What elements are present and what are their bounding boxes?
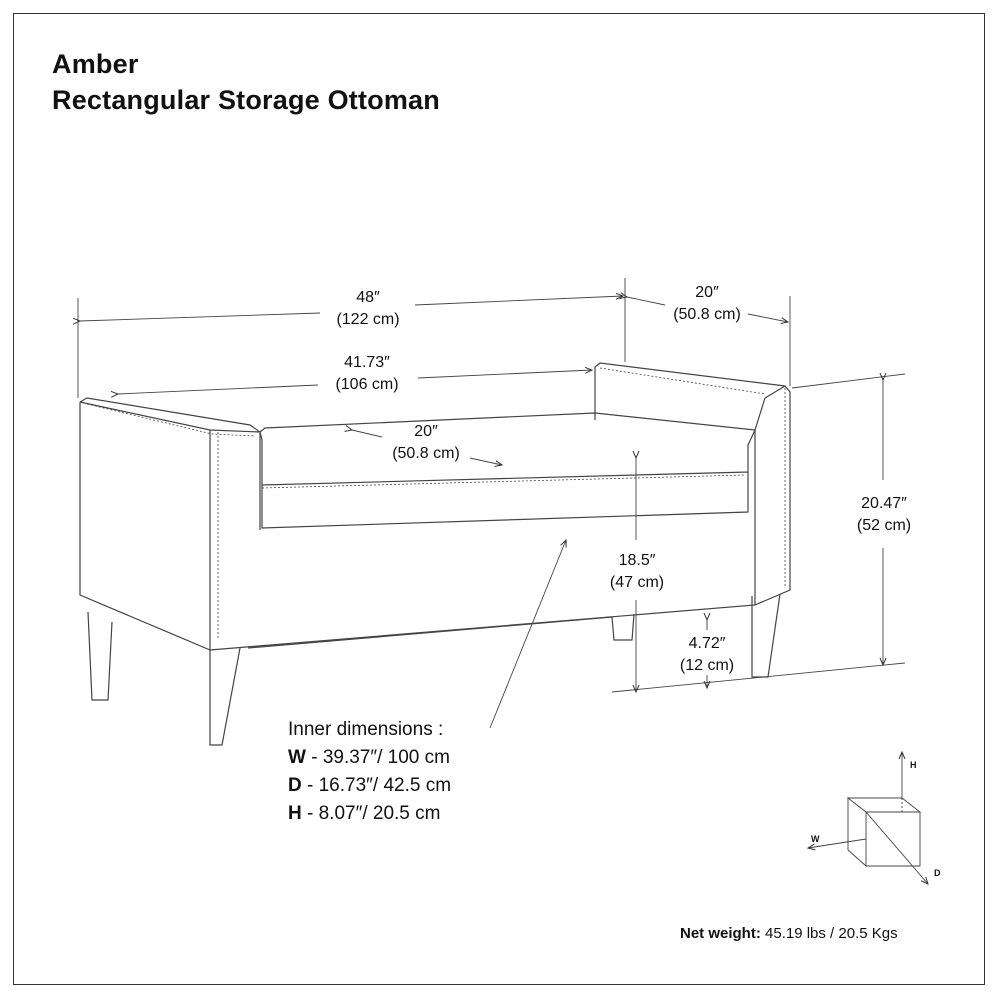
leg-height-cm: (12 cm) [680,657,734,674]
inner-width-row: W - 39.37″/ 100 cm [288,744,451,772]
dimension-labels: 48″ (122 cm) 20″ (50.8 cm) 41.73″ (106 c… [335,284,911,674]
overall-depth-cm: (50.8 cm) [673,306,741,323]
seat-depth-cm: (50.8 cm) [392,445,460,462]
ottoman-outline [79,362,791,746]
overall-depth-in: 20″ [695,284,719,301]
axis-cube-icon [808,752,928,884]
inner-depth-value: - 16.73″/ 42.5 cm [301,775,452,796]
inner-width-key: W [288,747,306,768]
seat-height-in: 18.5″ [619,552,656,569]
net-weight: Net weight: 45.19 lbs / 20.5 Kgs [680,925,898,942]
inner-height-row: H - 8.07″/ 20.5 cm [288,800,451,828]
overall-width-cm: (122 cm) [336,311,399,328]
inner-dimensions: Inner dimensions : W - 39.37″/ 100 cm D … [288,716,451,828]
inner-depth-row: D - 16.73″/ 42.5 cm [288,772,451,800]
inner-height-value: - 8.07″/ 20.5 cm [301,803,441,824]
diagram-frame [13,13,985,985]
leg-height-in: 4.72″ [689,635,726,652]
net-weight-value: 45.19 lbs / 20.5 Kgs [760,925,898,942]
axis-d-label: D [934,868,941,878]
product-title: Amber Rectangular Storage Ottoman [52,46,440,118]
inner-dimensions-heading: Inner dimensions : [288,719,444,740]
overall-height-cm: (52 cm) [857,517,911,534]
overall-height-in: 20.47″ [861,495,907,512]
overall-width-in: 48″ [356,289,380,306]
product-type: Rectangular Storage Ottoman [52,85,440,115]
axis-w-label: W [811,834,820,844]
dimension-lines [78,278,906,729]
inner-width-value: - 39.37″/ 100 cm [305,747,450,768]
inner-seat-width-in: 41.73″ [344,354,390,371]
axis-h-label: H [910,760,917,770]
seat-height-cm: (47 cm) [610,574,664,591]
inner-seat-width-cm: (106 cm) [335,376,398,393]
product-name: Amber [52,49,139,79]
net-weight-label: Net weight: [680,925,761,942]
seat-depth-in: 20″ [414,423,438,440]
inner-height-key: H [288,803,302,824]
inner-depth-key: D [288,775,302,796]
